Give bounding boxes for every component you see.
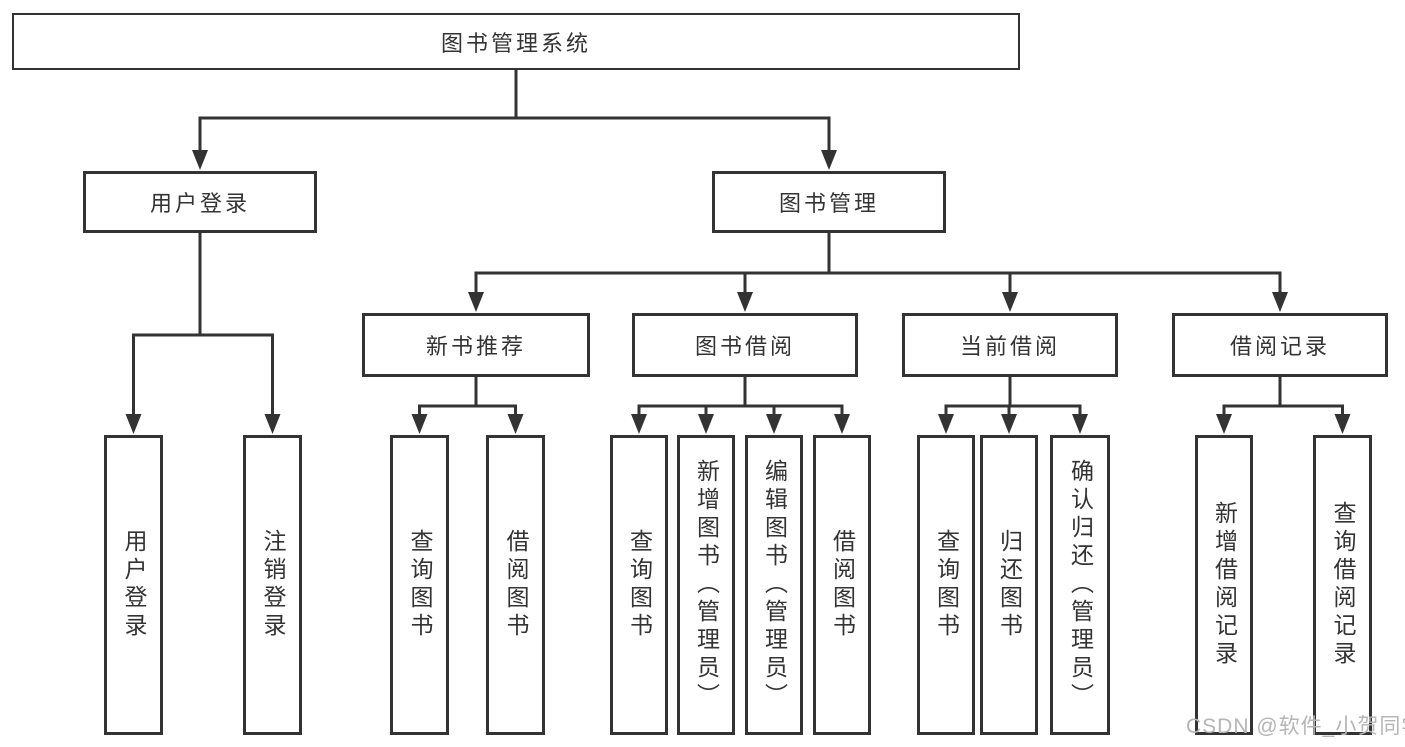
connector-user-login-to-leaves — [125, 233, 281, 434]
leaf-query-books-current: 查询图书 — [917, 435, 975, 735]
connector-book-management-to-level3 — [468, 233, 1288, 312]
connector-borrow-records-to-leaves — [1216, 377, 1351, 434]
leaf-edit-books-admin: 编辑图书（管理员） — [745, 435, 803, 735]
node-current-borrow: 当前借阅 — [902, 313, 1118, 377]
connector-root-to-level2 — [192, 70, 837, 170]
node-book-management: 图书管理 — [712, 171, 946, 233]
node-library-management-system: 图书管理系统 — [12, 13, 1020, 70]
connector-current-borrow-to-leaves — [938, 377, 1088, 434]
leaf-borrow-books-recommend: 借阅图书 — [486, 435, 545, 735]
leaf-query-books-borrow: 查询图书 — [610, 435, 668, 735]
node-borrow-records: 借阅记录 — [1172, 313, 1388, 377]
leaf-add-books-admin: 新增图书（管理员） — [677, 435, 735, 735]
node-book-borrow: 图书借阅 — [632, 313, 858, 377]
node-new-book-recommend: 新书推荐 — [362, 313, 590, 377]
connector-new-book-recommend-to-leaves — [411, 377, 524, 434]
leaf-user-login: 用户登录 — [104, 435, 163, 735]
leaf-confirm-return-admin: 确认归还（管理员） — [1050, 435, 1110, 735]
leaf-query-borrow-record: 查询借阅记录 — [1313, 435, 1372, 735]
csdn-watermark: CSDN @软件_小贺同学 — [1186, 715, 1405, 738]
connector-book-borrow-to-leaves — [631, 377, 850, 434]
leaf-logout: 注销登录 — [243, 435, 302, 735]
leaf-add-borrow-record: 新增借阅记录 — [1195, 435, 1253, 735]
node-user-login: 用户登录 — [83, 171, 317, 233]
leaf-borrow-books: 借阅图书 — [813, 435, 871, 735]
leaf-return-books: 归还图书 — [980, 435, 1038, 735]
leaf-query-books-recommend: 查询图书 — [390, 435, 449, 735]
